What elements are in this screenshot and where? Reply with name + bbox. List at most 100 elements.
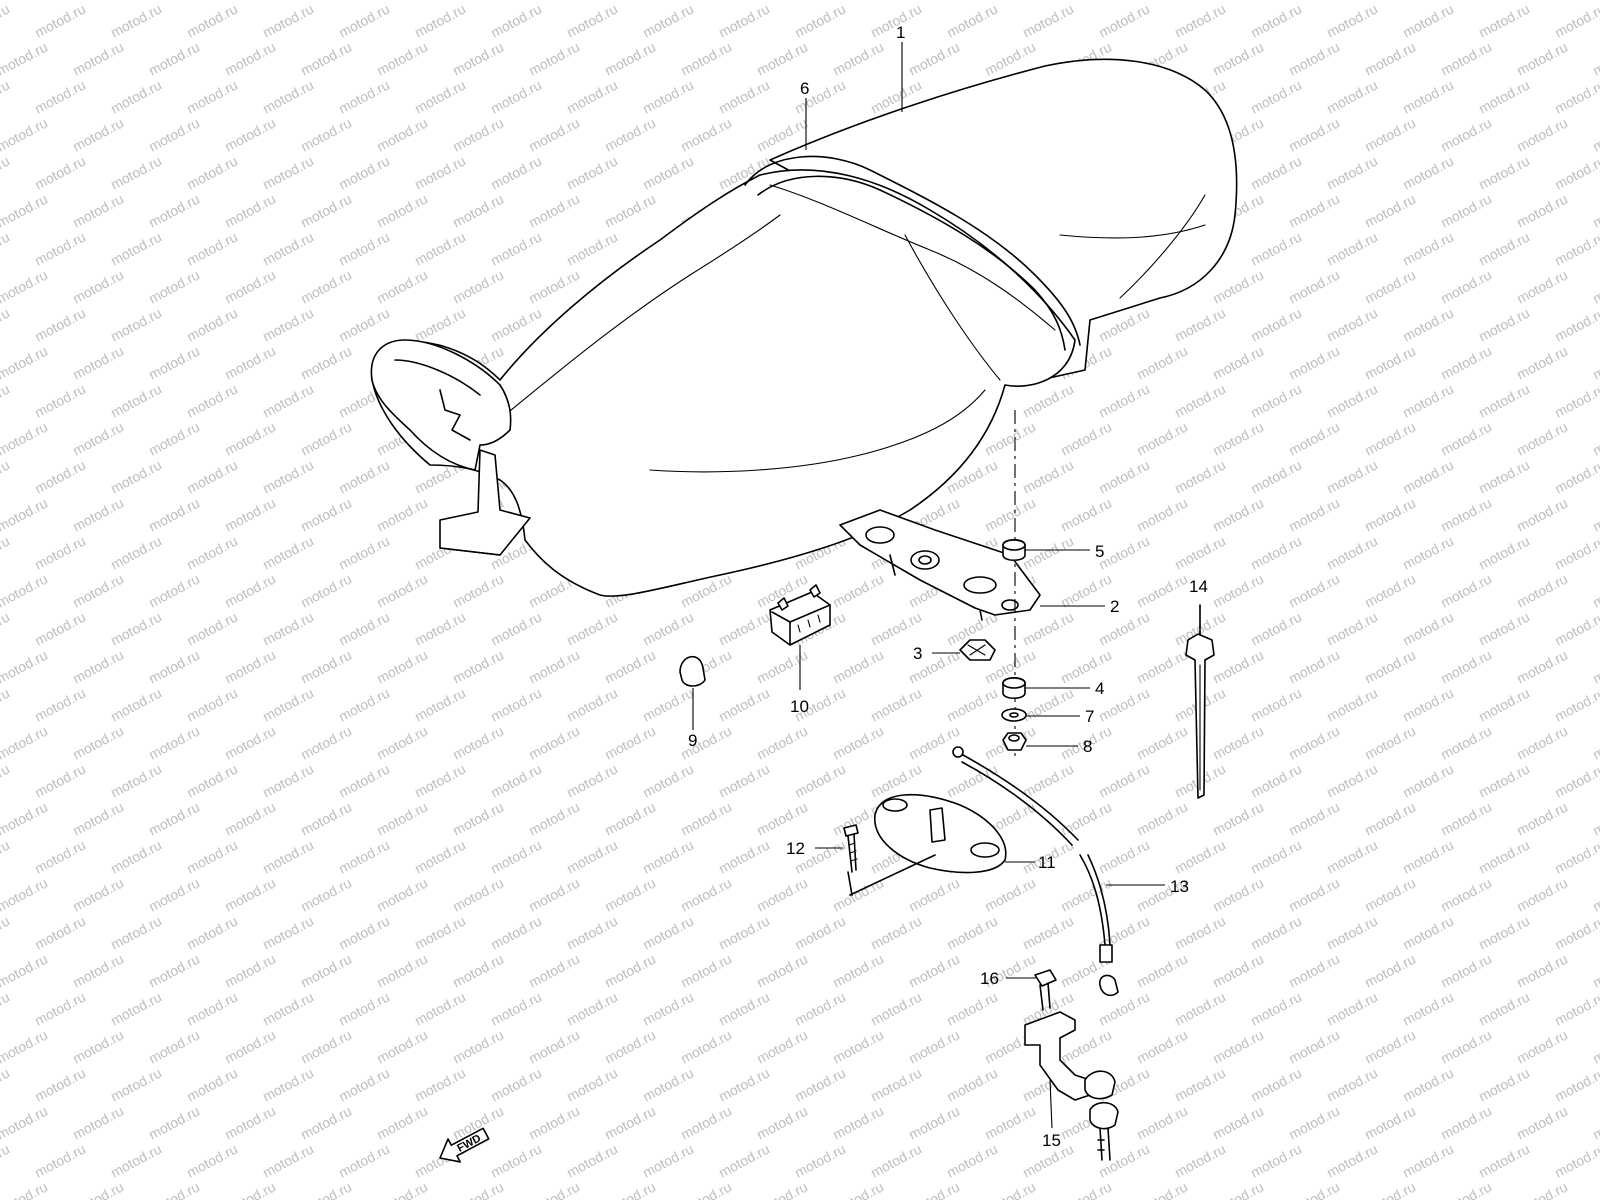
- watermark-text: motod.ru: [146, 39, 202, 79]
- watermark-text: motod.ru: [184, 153, 240, 193]
- watermark-text: motod.ru: [1286, 343, 1342, 383]
- watermark-text: motod.ru: [1324, 837, 1380, 877]
- watermark-text: motod.ru: [1362, 875, 1418, 915]
- watermark-text: motod.ru: [0, 305, 12, 345]
- watermark-text: motod.ru: [222, 419, 278, 459]
- watermark-text: motod.ru: [754, 799, 810, 839]
- watermark-text: motod.ru: [0, 153, 12, 193]
- watermark-text: motod.ru: [32, 989, 88, 1029]
- watermark-text: motod.ru: [374, 1027, 430, 1067]
- watermark-text: motod.ru: [32, 229, 88, 269]
- watermark-text: motod.ru: [602, 799, 658, 839]
- watermark-text: motod.ru: [1476, 609, 1532, 649]
- watermark-text: motod.ru: [1476, 305, 1532, 345]
- watermark-text: motod.ru: [1400, 229, 1456, 269]
- watermark-text: motod.ru: [412, 1065, 468, 1105]
- watermark-text: motod.ru: [184, 1065, 240, 1105]
- watermark-text: motod.ru: [678, 115, 734, 155]
- watermark-text: motod.ru: [0, 39, 50, 79]
- watermark-text: motod.ru: [1096, 381, 1152, 421]
- watermark-text: motod.ru: [1476, 153, 1532, 193]
- watermark-text: motod.ru: [1210, 419, 1266, 459]
- watermark-text: motod.ru: [1438, 1179, 1494, 1200]
- watermark-text: motod.ru: [412, 761, 468, 801]
- watermark-text: motod.ru: [450, 1027, 506, 1067]
- watermark-text: motod.ru: [336, 305, 392, 345]
- watermark-text: motod.ru: [678, 1179, 734, 1200]
- watermark-text: motod.ru: [260, 1, 316, 41]
- watermark-text: motod.ru: [146, 647, 202, 687]
- watermark-text: motod.ru: [0, 1, 12, 41]
- watermark-text: motod.ru: [1476, 837, 1532, 877]
- watermark-text: motod.ru: [1324, 77, 1380, 117]
- watermark-text: motod.ru: [944, 989, 1000, 1029]
- watermark-text: motod.ru: [1476, 1065, 1532, 1105]
- watermark-text: motod.ru: [184, 305, 240, 345]
- watermark-text: motod.ru: [564, 1, 620, 41]
- watermark-text: motod.ru: [640, 1, 696, 41]
- watermark-text: motod.ru: [754, 875, 810, 915]
- grommet-lower: [1002, 676, 1026, 700]
- watermark-text: motod.ru: [1286, 1027, 1342, 1067]
- watermark-text: motod.ru: [982, 495, 1038, 535]
- watermark-text: motod.ru: [830, 875, 886, 915]
- watermark-text: motod.ru: [1134, 419, 1190, 459]
- watermark-text: motod.ru: [526, 951, 582, 991]
- watermark-text: motod.ru: [0, 533, 12, 573]
- watermark-text: motod.ru: [944, 1, 1000, 41]
- watermark-text: motod.ru: [0, 1103, 50, 1143]
- watermark-text: motod.ru: [260, 685, 316, 725]
- watermark-text: motod.ru: [70, 875, 126, 915]
- watermark-text: motod.ru: [146, 571, 202, 611]
- watermark-text: motod.ru: [1400, 989, 1456, 1029]
- watermark-text: motod.ru: [944, 761, 1000, 801]
- watermark-text: motod.ru: [184, 77, 240, 117]
- watermark-text: motod.ru: [830, 571, 886, 611]
- watermark-text: motod.ru: [412, 609, 468, 649]
- watermark-text: motod.ru: [336, 837, 392, 877]
- watermark-text: motod.ru: [564, 837, 620, 877]
- watermark-text: motod.ru: [1590, 267, 1600, 307]
- watermark-text: motod.ru: [298, 115, 354, 155]
- watermark-text: motod.ru: [1286, 1179, 1342, 1200]
- lock-part-11: [847, 793, 1007, 896]
- watermark-text: motod.ru: [0, 77, 12, 117]
- watermark-text: motod.ru: [1514, 267, 1570, 307]
- watermark-text: motod.ru: [1172, 1065, 1228, 1105]
- watermark-text: motod.ru: [32, 153, 88, 193]
- watermark-text: motod.ru: [602, 723, 658, 763]
- watermark-text: motod.ru: [298, 723, 354, 763]
- watermark-text: motod.ru: [146, 1027, 202, 1067]
- watermark-text: motod.ru: [184, 1141, 240, 1181]
- watermark-text: motod.ru: [336, 685, 392, 725]
- watermark-text: motod.ru: [108, 1, 164, 41]
- watermark-text: motod.ru: [1552, 1065, 1600, 1105]
- watermark-text: motod.ru: [1590, 647, 1600, 687]
- watermark-text: motod.ru: [184, 609, 240, 649]
- watermark-text: motod.ru: [412, 77, 468, 117]
- watermark-text: motod.ru: [1514, 39, 1570, 79]
- watermark-text: motod.ru: [374, 951, 430, 991]
- watermark-text: motod.ru: [0, 951, 50, 991]
- watermark-text: motod.ru: [336, 1141, 392, 1181]
- watermark-text: motod.ru: [0, 685, 12, 725]
- watermark-text: motod.ru: [0, 913, 12, 953]
- watermark-text: motod.ru: [450, 39, 506, 79]
- watermark-text: motod.ru: [0, 647, 50, 687]
- watermark-text: motod.ru: [640, 609, 696, 649]
- watermark-text: motod.ru: [868, 609, 924, 649]
- watermark-text: motod.ru: [1324, 1, 1380, 41]
- watermark-text: motod.ru: [792, 1065, 848, 1105]
- watermark-text: motod.ru: [1058, 495, 1114, 535]
- callout-11: 11: [1038, 853, 1056, 872]
- watermark-text: motod.ru: [32, 609, 88, 649]
- watermark-text: motod.ru: [222, 115, 278, 155]
- watermark-text: motod.ru: [412, 153, 468, 193]
- watermark-text: motod.ru: [1552, 533, 1600, 573]
- watermark-text: motod.ru: [0, 0, 50, 3]
- watermark-text: motod.ru: [184, 913, 240, 953]
- watermark-text: motod.ru: [1400, 381, 1456, 421]
- watermark-text: motod.ru: [1590, 571, 1600, 611]
- watermark-text: motod.ru: [792, 1, 848, 41]
- watermark-text: motod.ru: [1020, 1, 1076, 41]
